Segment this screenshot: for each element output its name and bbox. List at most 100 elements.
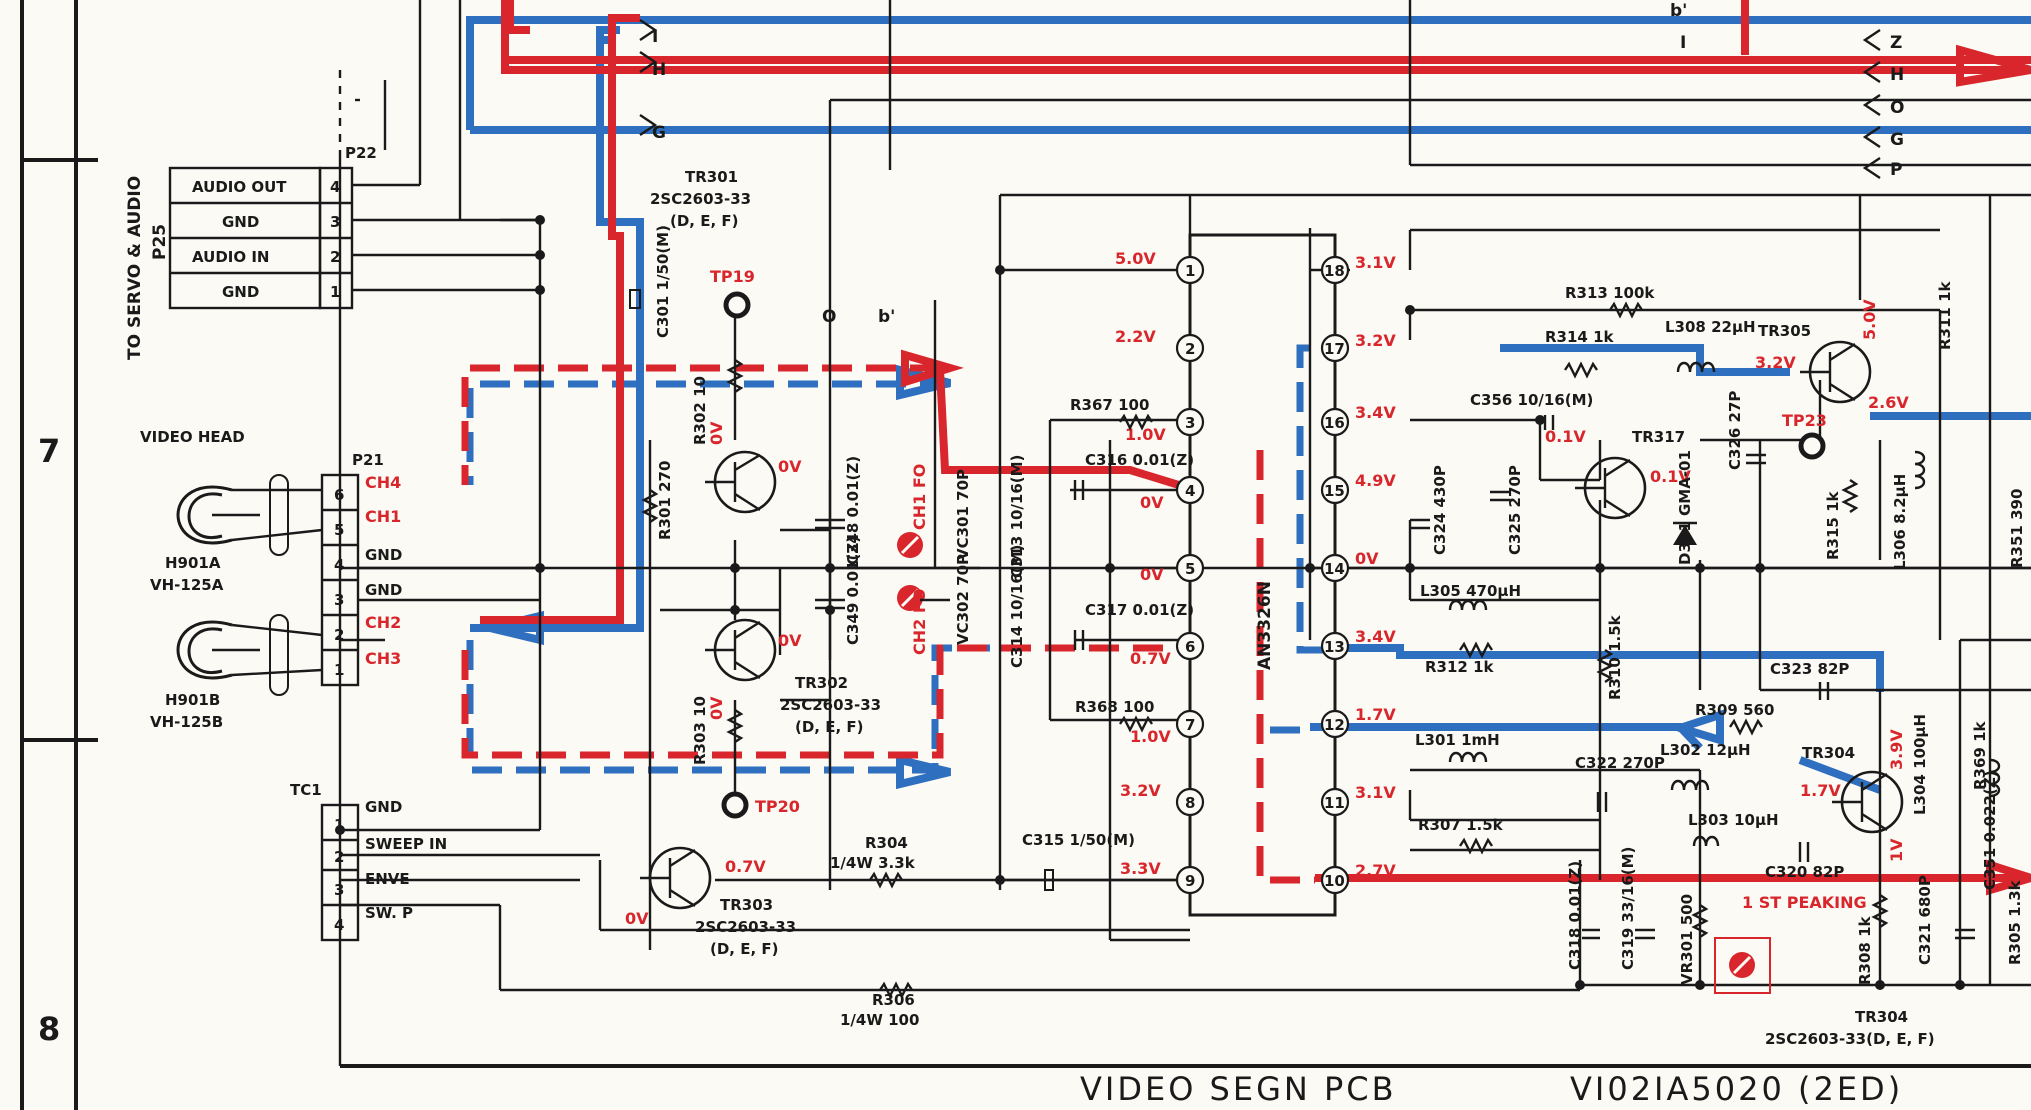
- tr301-ref: TR301: [685, 168, 738, 186]
- svg-text:C318 0.01(Z): C318 0.01(Z): [1566, 861, 1584, 970]
- svg-text:C322 270P: C322 270P: [1575, 754, 1665, 772]
- footer: VIDEO SEGN PCB VI02IA5020 (2ED): [1080, 1070, 1900, 1108]
- ic-left-pins: 1 2 3 4 5 6 7 8 9 5.0V 2.2V 1.0V 0V 0V 0…: [1115, 249, 1205, 895]
- peaking-label: 1 ST PEAKING: [1742, 893, 1867, 912]
- svg-text:4: 4: [1185, 482, 1195, 500]
- wiring: [338, 0, 2031, 1066]
- bus-tag-G-right: G: [1890, 130, 1904, 150]
- svg-text:C314 10/16(M): C314 10/16(M): [1008, 545, 1026, 668]
- svg-text:R310 1.5k: R310 1.5k: [1606, 614, 1624, 700]
- head-a-ref: H901A: [165, 554, 221, 572]
- svg-text:P: P: [1890, 160, 1902, 180]
- svg-text:L302 12μH: L302 12μH: [1660, 741, 1751, 759]
- transistor-tr317-symbol: [1575, 456, 1647, 520]
- svg-text:C317 0.01(Z): C317 0.01(Z): [1085, 601, 1194, 619]
- ch1-fo-label: CH1 FO: [910, 464, 929, 530]
- tr301-part: 2SC2603-33: [650, 190, 751, 208]
- video-head-a-icon: [176, 485, 260, 545]
- tp20-icon: [721, 791, 749, 819]
- video-head-section: VIDEO HEAD H901A VH-125A H901B VH-125B P…: [140, 428, 540, 731]
- head-b-ref: H901B: [165, 691, 220, 709]
- tr305-voltage-1: 5.0V: [1860, 299, 1879, 340]
- tr305-ref: TR305: [1758, 322, 1811, 340]
- tc1-pin1-label: GND: [365, 798, 402, 816]
- svg-text:R351 390: R351 390: [2008, 489, 2026, 568]
- tp20-label: TP20: [755, 797, 800, 816]
- playback-signal-paths: [466, 16, 2031, 794]
- svg-text:L306 8.2μH: L306 8.2μH: [1891, 474, 1909, 570]
- svg-text:C321 680P: C321 680P: [1916, 875, 1934, 965]
- svg-text:5.0V: 5.0V: [1115, 249, 1156, 268]
- svg-text:R314 1k: R314 1k: [1545, 328, 1615, 346]
- svg-text:L303 10μH: L303 10μH: [1688, 811, 1779, 829]
- p21-ref: P21: [352, 451, 384, 469]
- svg-text:2.2V: 2.2V: [1115, 327, 1156, 346]
- tr304-part: 2SC2603-33(D, E, F): [1765, 1030, 1935, 1048]
- tr305-voltage-2: 3.2V: [1755, 353, 1796, 372]
- svg-text:15: 15: [1324, 482, 1345, 500]
- servo-audio-label: TO SERVO & AUDIO: [125, 176, 145, 360]
- svg-text:G: G: [652, 123, 666, 143]
- p22-ref: P22: [345, 144, 377, 162]
- svg-text:17: 17: [1324, 340, 1345, 358]
- svg-text:4: 4: [334, 916, 344, 934]
- tr303-ref: TR303: [720, 896, 773, 914]
- tr317-ref: TR317: [1632, 428, 1685, 446]
- svg-text:VC301 70P: VC301 70P: [954, 469, 972, 560]
- sheet-frame: 7 8: [20, 0, 2031, 1110]
- head-a-model: VH-125A: [150, 576, 224, 594]
- svg-text:I: I: [652, 27, 658, 47]
- svg-text:VR301 500: VR301 500: [1678, 894, 1696, 985]
- p21-pin5-label: CH1: [365, 507, 401, 526]
- transistor-tr305-symbol: [1800, 340, 1872, 404]
- video-head-title: VIDEO HEAD: [140, 428, 245, 446]
- board-title: VIDEO SEGN PCB: [1080, 1070, 1397, 1108]
- svg-text:0V: 0V: [1355, 549, 1379, 568]
- svg-text:2: 2: [334, 848, 344, 866]
- svg-text:16: 16: [1324, 414, 1345, 432]
- svg-text:I: I: [1680, 33, 1686, 53]
- tc1-pin4-label: SW. P: [365, 904, 413, 922]
- tr302-grade: (D, E, F): [795, 718, 864, 736]
- svg-text:R368 100: R368 100: [1075, 698, 1154, 716]
- svg-text:1: 1: [334, 816, 344, 834]
- svg-text:3.1V: 3.1V: [1355, 253, 1396, 272]
- svg-text:H: H: [1890, 65, 1904, 85]
- p21-pin2-label: CH2: [365, 613, 401, 632]
- svg-text:R307 1.5k: R307 1.5k: [1418, 816, 1504, 834]
- svg-text:C325 270P: C325 270P: [1506, 465, 1524, 555]
- svg-text:3.2V: 3.2V: [1355, 331, 1396, 350]
- svg-text:VC302 70P: VC302 70P: [954, 554, 972, 645]
- svg-text:O: O: [822, 307, 836, 327]
- transistor-tr301-symbol: [705, 450, 777, 514]
- p22-pin4-label: AUDIO OUT: [192, 178, 287, 196]
- svg-text:R302 10: R302 10: [691, 376, 709, 445]
- svg-text:C301 1/50(M): C301 1/50(M): [654, 225, 672, 338]
- svg-text:7: 7: [1185, 716, 1195, 734]
- component-labels: C301 1/50(M) R302 10 0V R301 270 R303 10…: [654, 225, 2026, 1029]
- svg-text:R369 1k: R369 1k: [1971, 720, 1989, 790]
- svg-text:L305 470μH: L305 470μH: [1420, 582, 1521, 600]
- tr303-voltage-2: 0V: [625, 909, 649, 928]
- ic-ref: AN3326N: [1255, 581, 1275, 670]
- svg-text:b': b': [1670, 1, 1687, 21]
- tr304-ref-bottom: TR304: [1855, 1008, 1908, 1026]
- bus-tag-Z: Z: [1890, 33, 1902, 53]
- transistor-tr304-symbol: [1832, 770, 1904, 834]
- svg-text:D301 GMA-01: D301 GMA-01: [1676, 450, 1694, 565]
- svg-text:1: 1: [334, 661, 344, 679]
- svg-text:0V: 0V: [1140, 493, 1164, 512]
- bus-tag-O-right: O: [1890, 98, 1904, 118]
- tr304-ref-top: TR304: [1802, 744, 1855, 762]
- svg-text:10: 10: [1324, 872, 1345, 890]
- ch2-fo-label: CH2 FO: [910, 589, 929, 655]
- svg-text:C315 1/50(M): C315 1/50(M): [1022, 831, 1135, 849]
- svg-text:R306: R306: [872, 991, 915, 1009]
- svg-text:R313 100k: R313 100k: [1565, 284, 1655, 302]
- tc1-pin3-label: ENVE: [365, 870, 410, 888]
- tr304-voltage-3: 1V: [1887, 838, 1906, 862]
- svg-text:1.0V: 1.0V: [1130, 727, 1171, 746]
- bus-tag-I-right: I: [1680, 33, 1686, 53]
- svg-text:C326 27P: C326 27P: [1726, 391, 1744, 470]
- svg-text:b': b': [878, 307, 895, 327]
